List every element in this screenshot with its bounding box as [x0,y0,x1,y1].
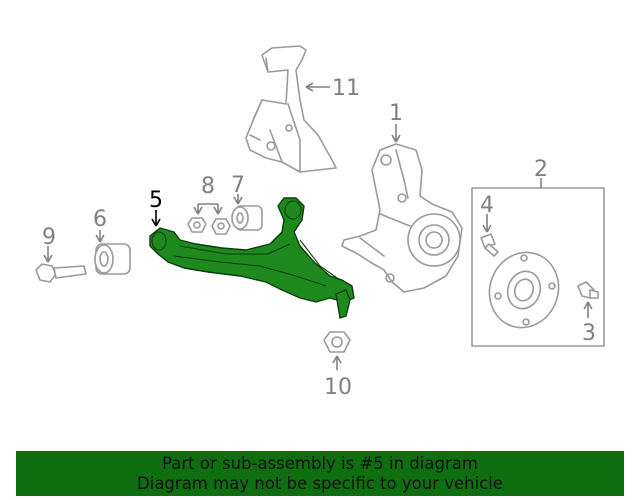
callout-11[interactable]: 11 [332,76,360,101]
part-6-bushing[interactable] [94,243,131,275]
part-11-bracket[interactable] [245,45,337,173]
banner-line-1: Part or sub-assembly is #5 in diagram [162,454,478,473]
callout-3[interactable]: 3 [582,321,596,346]
part-2-hub[interactable] [479,243,569,338]
arrow-1 [391,134,401,143]
leader-8 [197,203,219,214]
arrow-10 [332,355,342,364]
callout-4[interactable]: 4 [480,193,494,218]
info-banner: Part or sub-assembly is #5 in diagram Di… [16,451,624,496]
part-3-bolt[interactable] [577,281,599,299]
callout-5[interactable]: 5 [149,188,163,213]
arrow-4 [482,224,492,233]
callout-6[interactable]: 6 [93,207,107,232]
arrow-11 [305,82,314,92]
part-5-lower-control-arm[interactable] [149,197,355,319]
callout-8[interactable]: 8 [201,174,215,199]
callout-7[interactable]: 7 [231,173,245,198]
part-7-bushing[interactable] [231,205,263,231]
part-10-nut[interactable] [323,331,351,353]
callout-1[interactable]: 1 [389,101,403,126]
arrow-5 [151,218,161,227]
banner-line-2: Diagram may not be specific to your vehi… [137,474,503,493]
part-4-bolt[interactable] [480,233,499,257]
parts-diagram: 11 1 2 4 3 [35,45,605,400]
callout-9[interactable]: 9 [42,225,56,250]
callout-2[interactable]: 2 [534,157,548,182]
callout-10[interactable]: 10 [324,375,352,400]
part-9-bolt[interactable] [35,263,87,283]
part-1-knuckle[interactable] [341,143,463,293]
part-8-nuts[interactable] [187,217,231,235]
arrow-8 [193,206,223,215]
arrow-6 [95,234,105,243]
arrow-7 [233,196,243,205]
arrow-9 [43,254,53,263]
arrow-3 [583,301,593,310]
